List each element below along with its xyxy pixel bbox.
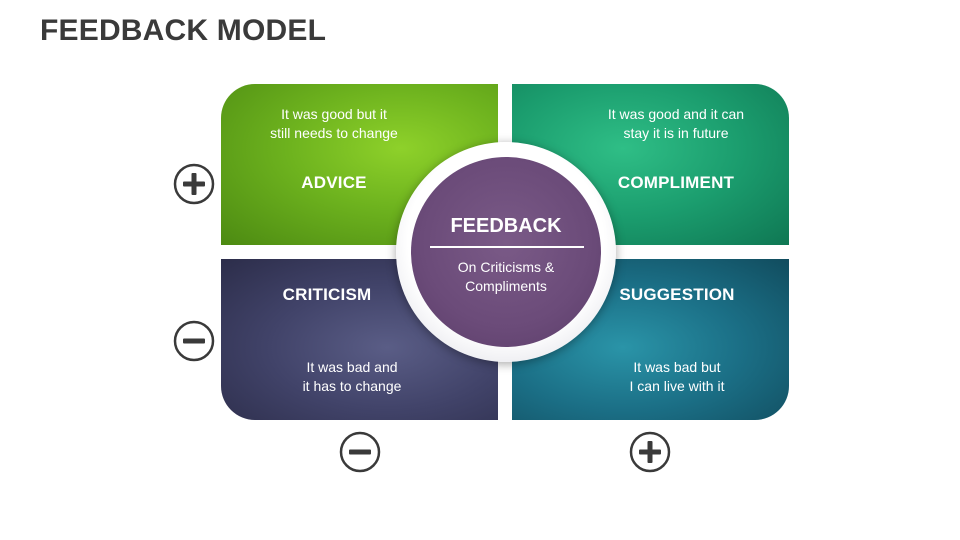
criticism-text-line2: it has to change (302, 378, 402, 394)
criticism-text-line1: It was bad and (306, 359, 398, 375)
compliment-text-line2: stay it is in future (623, 125, 729, 141)
center-circle: FEEDBACK On Criticisms & Compliments (411, 157, 601, 347)
suggestion-label: SUGGESTION (619, 285, 735, 304)
advice-description: It was good but it still needs to change (221, 105, 447, 143)
center-circle-ring: FEEDBACK On Criticisms & Compliments (396, 142, 616, 362)
plus-icon (629, 431, 671, 473)
suggestion-text-line1: It was bad but (633, 359, 721, 375)
compliment-text-line1: It was good and it can (607, 106, 745, 122)
criticism-description: It was bad and it has to change (221, 358, 483, 396)
center-title: FEEDBACK (450, 215, 562, 237)
advice-text-line1: It was good but it (281, 106, 387, 122)
advice-text-line2: still needs to change (270, 125, 398, 141)
plus-icon (173, 163, 215, 205)
minus-icon (339, 431, 381, 473)
center-subtitle-line2: Compliments (465, 278, 547, 294)
center-subtitle-line1: On Criticisms & (457, 259, 555, 275)
suggestion-text-line2: I can live with it (629, 378, 725, 394)
compliment-description: It was good and it can stay it is in fut… (563, 105, 789, 143)
minus-icon (173, 320, 215, 362)
criticism-label: CRITICISM (282, 285, 372, 304)
suggestion-description: It was bad but I can live with it (564, 358, 790, 396)
advice-label: ADVICE (301, 173, 367, 192)
compliment-label: COMPLIMENT (617, 173, 735, 192)
slide-title: FEEDBACK MODEL (40, 14, 327, 47)
center-divider (430, 246, 584, 248)
center-subtitle: On Criticisms & Compliments (411, 258, 601, 296)
